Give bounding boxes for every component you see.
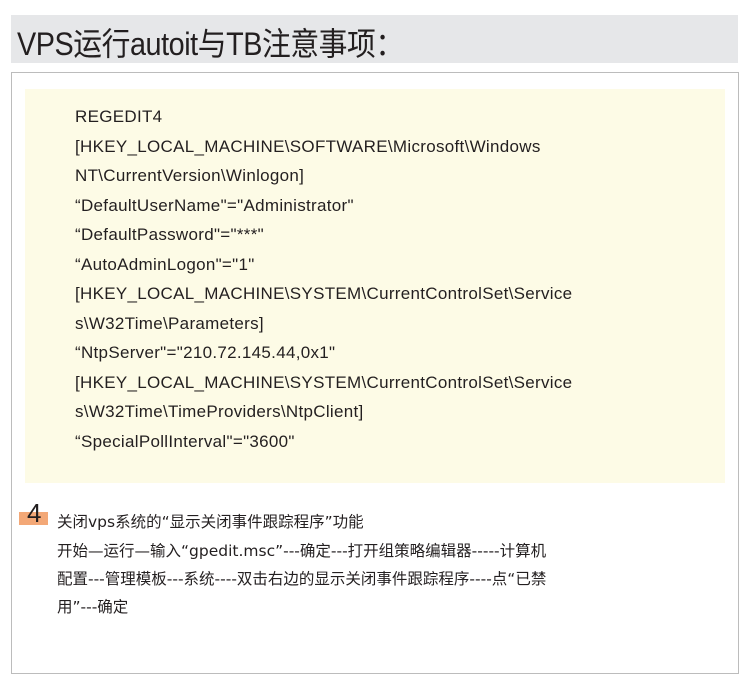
section-text-line: 开始—运行—输入“gpedit.msc”---确定---打开组策略编辑器----…	[57, 542, 547, 560]
code-line: [HKEY_LOCAL_MACHINE\SYSTEM\CurrentContro…	[75, 373, 573, 392]
section-number-badge	[19, 512, 48, 525]
section-heading: 关闭vps系统的“显示关闭事件跟踪程序”功能	[57, 513, 364, 531]
code-line: NT\CurrentVersion\Winlogon]	[75, 166, 305, 185]
code-line: “NtpServer"="210.72.145.44,0x1"	[75, 343, 336, 362]
section-number: 4	[27, 498, 42, 528]
registry-code-block: REGEDIT4 [HKEY_LOCAL_MACHINE\SOFTWARE\Mi…	[25, 89, 725, 483]
title-bar: VPS运行autoit与TB注意事项：	[11, 15, 738, 63]
page-title: VPS运行autoit与TB注意事项：	[17, 26, 404, 62]
section-text-line: 用”---确定	[57, 598, 129, 616]
code-line: [HKEY_LOCAL_MACHINE\SOFTWARE\Microsoft\W…	[75, 137, 541, 156]
code-line: “DefaultUserName"="Administrator"	[75, 196, 354, 215]
code-line: “AutoAdminLogon"="1"	[75, 255, 255, 274]
code-line: s\W32Time\Parameters]	[75, 314, 264, 333]
code-line: “SpecialPollInterval"="3600"	[75, 432, 295, 451]
code-line: [HKEY_LOCAL_MACHINE\SYSTEM\CurrentContro…	[75, 284, 573, 303]
code-line: “DefaultPassword"="***"	[75, 225, 264, 244]
code-line: REGEDIT4	[75, 107, 163, 126]
section-text-line: 配置---管理模板---系统----双击右边的显示关闭事件跟踪程序----点“已…	[57, 570, 547, 588]
code-line: s\W32Time\TimeProviders\NtpClient]	[75, 402, 364, 421]
